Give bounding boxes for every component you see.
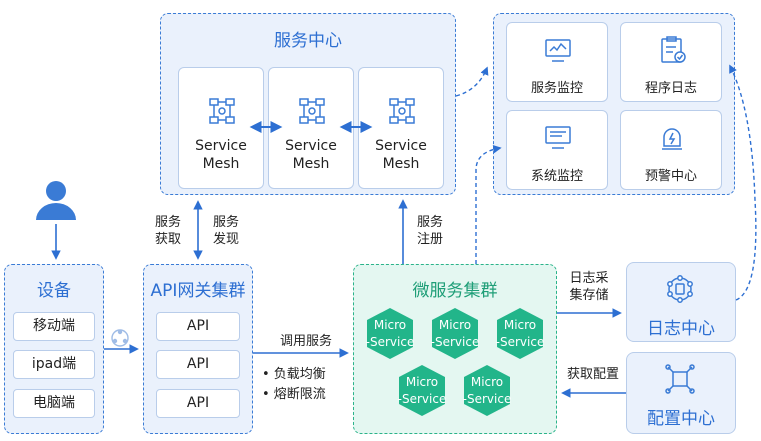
api-item[interactable]: API: [156, 350, 240, 379]
monitor-label: 预警中心: [644, 169, 697, 184]
device-mobile[interactable]: 移动端: [13, 312, 95, 341]
devices-title: 设备: [37, 281, 71, 301]
monitor-label: 程序日志: [644, 81, 697, 96]
service-get-label: 服务获取: [154, 215, 181, 247]
config-center-panel[interactable]: [626, 352, 736, 434]
monitor-alarm-card[interactable]: 预警中心: [620, 110, 722, 190]
microservice-label: Micro-Service: [462, 375, 512, 406]
service-register-label: 服务注册: [416, 215, 443, 247]
microservice-label: Micro-Service: [365, 318, 415, 349]
load-balance-label: • 负载均衡: [262, 367, 326, 382]
log-center-to-log-link: [729, 64, 757, 301]
monitor-label: 系统监控: [530, 169, 583, 184]
monitor-service-card[interactable]: 服务监控: [506, 22, 608, 102]
microservice-to-system-monitor-link: [475, 144, 502, 264]
microservice-cluster-title: 微服务集群: [412, 281, 498, 301]
microservice-node-3[interactable]: [497, 308, 543, 359]
log-collect-label: 日志采集存储: [569, 271, 609, 303]
microservice-node-2[interactable]: [432, 308, 478, 359]
circuit-break-label: • 熔断限流: [262, 387, 326, 402]
mesh-network-icon: [209, 98, 235, 124]
config-cube-icon: [665, 364, 695, 394]
microservice-node-4[interactable]: [399, 365, 445, 416]
hub-icon: [111, 329, 129, 347]
microservice-label: Micro-Service: [495, 318, 545, 349]
log-network-icon: [667, 275, 693, 303]
config-center-title: 配置中心: [647, 409, 715, 429]
mesh-label-line1: Service: [285, 138, 337, 154]
monitor-system-card[interactable]: 系统监控: [506, 110, 608, 190]
device-ipad[interactable]: ipad端: [13, 350, 95, 379]
mesh-label-line2: Mesh: [292, 156, 330, 172]
mesh-label-line2: Mesh: [382, 156, 420, 172]
chart-monitor-icon: [545, 39, 571, 62]
microservice-label: Micro-Service: [430, 318, 480, 349]
microservice-node-1[interactable]: [367, 308, 413, 359]
monitor-log-card[interactable]: 程序日志: [620, 22, 722, 102]
service-center-title: 服务中心: [274, 31, 342, 51]
microservice-node-5[interactable]: [464, 365, 510, 416]
log-center-title: 日志中心: [647, 319, 715, 339]
monitor-label: 服务监控: [530, 81, 583, 96]
api-item[interactable]: API: [156, 312, 240, 341]
microservice-label: Micro-Service: [397, 375, 447, 406]
mesh-network-icon: [299, 98, 325, 124]
mesh-label-line1: Service: [195, 138, 247, 154]
mesh-label-line1: Service: [375, 138, 427, 154]
mesh-network-icon: [389, 98, 415, 124]
mesh-label-line2: Mesh: [202, 156, 240, 172]
get-config-label: 获取配置: [566, 367, 619, 382]
user-icon: [36, 181, 76, 220]
service-center-to-monitor-link: [455, 66, 489, 97]
api-item[interactable]: API: [156, 389, 240, 418]
system-monitor-icon: [545, 126, 571, 149]
alarm-icon: [662, 128, 682, 150]
api-gateway-title: API网关集群: [150, 281, 246, 301]
clipboard-log-icon: [661, 36, 686, 63]
device-pc[interactable]: 电脑端: [13, 389, 95, 418]
call-service-label: 调用服务: [279, 334, 332, 349]
service-discover-label: 服务发现: [212, 215, 239, 247]
